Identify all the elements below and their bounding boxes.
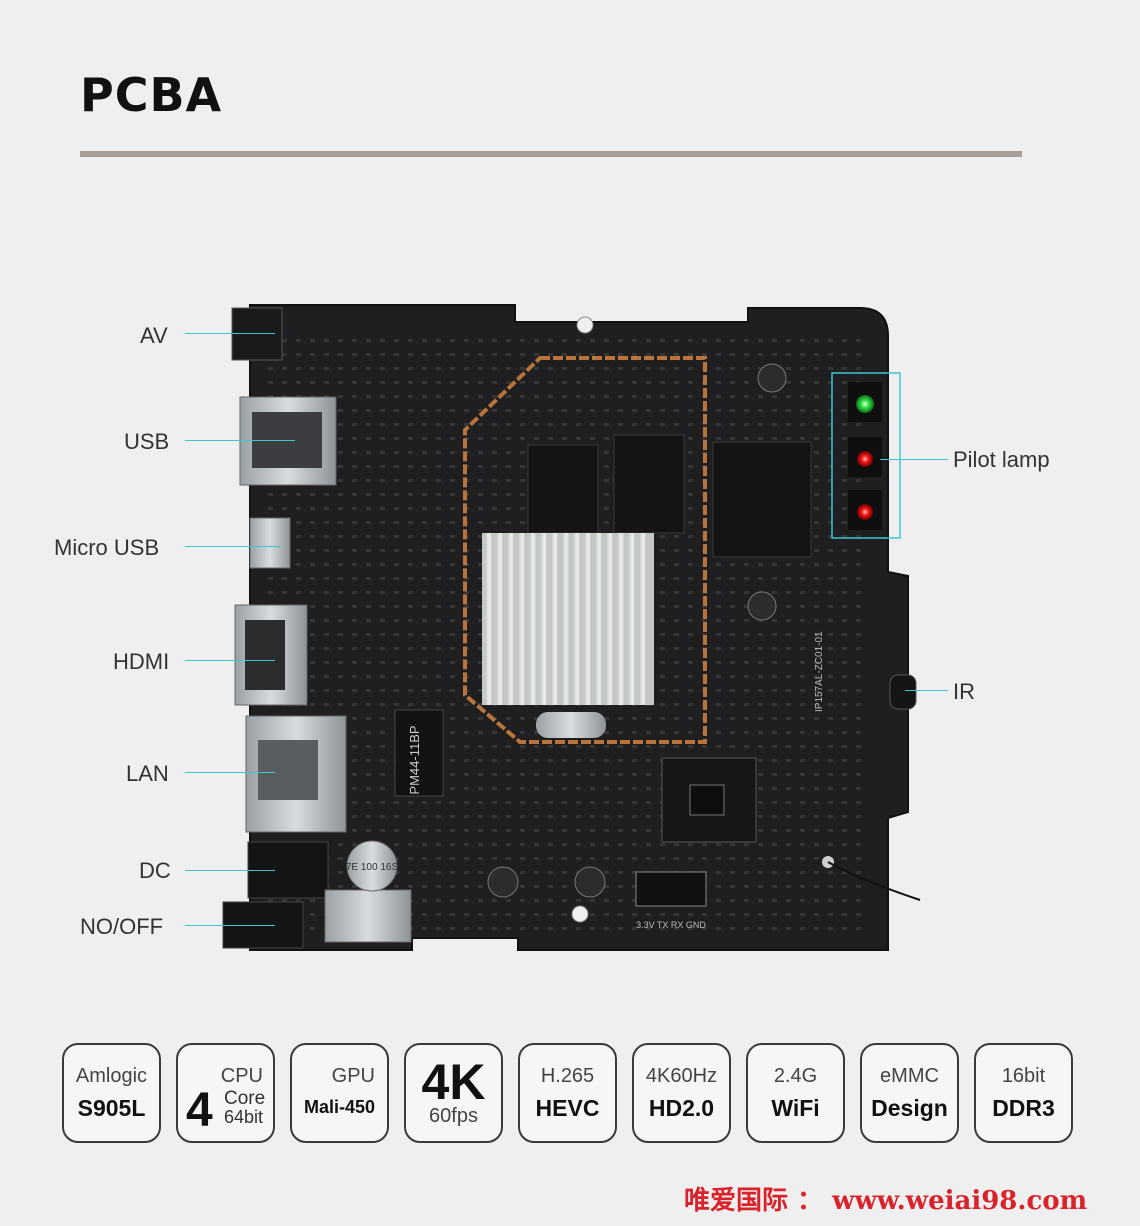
leader-av — [185, 333, 275, 334]
capacitor-label: 7E 100 16S — [346, 862, 399, 873]
badge-cpu-core: Core — [224, 1088, 266, 1109]
badge-4k: 4K 60fps — [404, 1043, 503, 1143]
badge-emmc-line2: Design — [871, 1095, 948, 1121]
badge-hevc-line2: HEVC — [535, 1095, 600, 1121]
label-usb: USB — [124, 429, 170, 454]
badge-hevc: H.265 HEVC — [518, 1043, 617, 1143]
badge-cpu: CPU 4 Core 64bit — [176, 1043, 275, 1143]
label-av: AV — [140, 323, 168, 348]
title-divider — [80, 151, 1022, 157]
label-no-off: NO/OFF — [80, 914, 164, 939]
leader-ir — [905, 690, 948, 691]
badge-gpu-line1: GPU — [331, 1065, 375, 1087]
leader-micro-usb — [185, 546, 280, 547]
watermark-text: 唯爱国际 ： www.weiai98.com — [684, 1186, 1088, 1216]
badge-hevc-line1: H.265 — [540, 1065, 595, 1087]
label-micro-usb: Micro USB — [54, 535, 160, 560]
label-dc: DC — [139, 858, 171, 883]
badge-wifi: 2.4G WiFi — [746, 1043, 845, 1143]
badge-cpu-label: CPU — [220, 1065, 263, 1087]
led-red-1 — [857, 451, 873, 467]
transformer-label: PM44-11BP — [407, 725, 422, 794]
leader-dc — [185, 870, 275, 871]
leader-usb — [185, 440, 295, 441]
led-red-2 — [857, 504, 873, 520]
leader-hdmi — [185, 660, 275, 661]
badge-ddr: 16bit DDR3 — [974, 1043, 1073, 1143]
badge-4k-fps: 60fps — [429, 1105, 478, 1127]
badge-gpu: GPU Mali-450 — [290, 1043, 389, 1143]
badge-hdmi-line1: 4K60Hz — [645, 1065, 718, 1087]
badge-gpu-line2: Mali-450 — [303, 1097, 376, 1117]
led-green — [856, 395, 874, 413]
badge-ddr-line2: DDR3 — [992, 1095, 1055, 1121]
badge-hdmi: 4K60Hz HD2.0 — [632, 1043, 731, 1143]
label-lan: LAN — [126, 761, 169, 786]
page-title: PCBA — [80, 68, 223, 122]
badge-wifi-line1: 2.4G — [773, 1065, 818, 1087]
feature-badges: Amlogic S905L CPU 4 Core 64bit GPU Mali-… — [62, 1043, 1078, 1146]
label-pilot-lamp: Pilot lamp — [953, 447, 1050, 472]
badge-cpu-bits: 64bit — [224, 1107, 264, 1127]
leader-no-off — [185, 925, 275, 926]
badge-soc-line2: S905L — [77, 1095, 146, 1121]
badge-emmc-line1: eMMC — [880, 1065, 939, 1087]
badge-soc-line1: Amlogic — [75, 1065, 148, 1087]
badge-4k-big: 4K — [421, 1054, 486, 1110]
leader-lan — [185, 772, 275, 773]
badge-ddr-line1: 16bit — [1001, 1065, 1046, 1087]
board-serial: IP157AL-ZC01-01 — [814, 631, 825, 712]
leader-pilot-lamp — [880, 459, 948, 460]
label-ir: IR — [953, 679, 975, 704]
badge-cpu-count: 4 — [186, 1084, 213, 1137]
badge-wifi-line2: WiFi — [771, 1095, 820, 1121]
badge-emmc: eMMC Design — [860, 1043, 959, 1143]
debug-header-label: 3.3V TX RX GND — [636, 920, 706, 930]
label-hdmi: HDMI — [113, 649, 170, 674]
badge-hdmi-line2: HD2.0 — [648, 1095, 715, 1121]
badge-soc: Amlogic S905L — [62, 1043, 161, 1143]
